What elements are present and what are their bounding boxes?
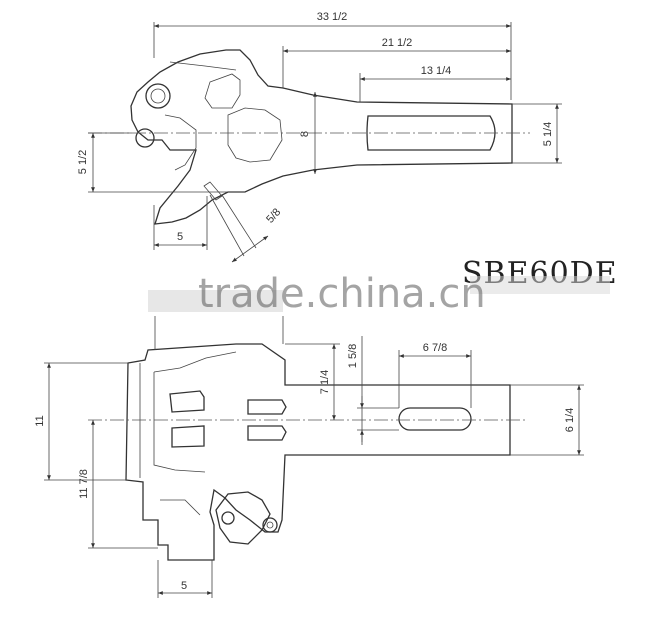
side-view-pin-right	[262, 517, 278, 533]
dim-line-lock-width	[231, 235, 269, 263]
dim-head-height: 7 1/4	[319, 370, 331, 394]
side-view-head-outline	[125, 343, 511, 561]
side-view-recess-lower-right	[247, 425, 287, 441]
side-view: 11 11 7/8 7 1/4 1 5/8 6 7/8 6 1/4 5	[34, 316, 584, 598]
side-view-knuckle	[215, 491, 271, 545]
top-view: 33 1/2 21 1/2 13 1/4 8 5 1/4 5 1/2 5 5/8	[77, 11, 562, 263]
top-view-pivot-pin-upper	[145, 83, 171, 109]
top-view-lock-slot	[203, 181, 223, 201]
dim-side-slot-length: 6 7/8	[423, 342, 447, 354]
dim-top-slot-length: 13 1/4	[421, 65, 452, 77]
dim-side-shank-height: 6 1/4	[564, 408, 576, 432]
side-view-recess-upper-left	[169, 390, 205, 413]
side-view-recess-lower-left	[171, 425, 205, 448]
dim-top-shank-height: 5 1/4	[542, 122, 554, 146]
top-view-jaw-recess	[227, 107, 283, 163]
side-view-recess-upper-right	[247, 399, 287, 415]
dim-overall-length: 33 1/2	[317, 11, 348, 23]
dim-side-knuckle-width: 5	[181, 580, 187, 592]
dim-slot-width: 1 5/8	[347, 344, 359, 368]
dim-lower-height: 11 7/8	[78, 469, 90, 499]
side-view-pin-left	[221, 511, 235, 525]
top-view-pivot-pin-lower	[135, 128, 155, 148]
dim-overall-height: 11	[34, 415, 46, 426]
side-view-shank-slot	[398, 407, 472, 431]
top-view-knuckle-pocket	[204, 73, 241, 109]
dim-pin-offset: 5 1/2	[77, 150, 89, 174]
top-view-coupler-outline	[130, 49, 513, 225]
dim-jaw-height: 8	[299, 131, 311, 137]
dim-lock-width: 5/8	[264, 206, 283, 225]
watermark-text: trade.china.cn	[198, 271, 486, 317]
top-view-shank-slot	[366, 115, 496, 151]
dim-shank-length: 21 1/2	[382, 37, 413, 49]
watermark: trade.china.cn	[148, 271, 610, 317]
dim-top-knuckle-width: 5	[177, 231, 183, 243]
